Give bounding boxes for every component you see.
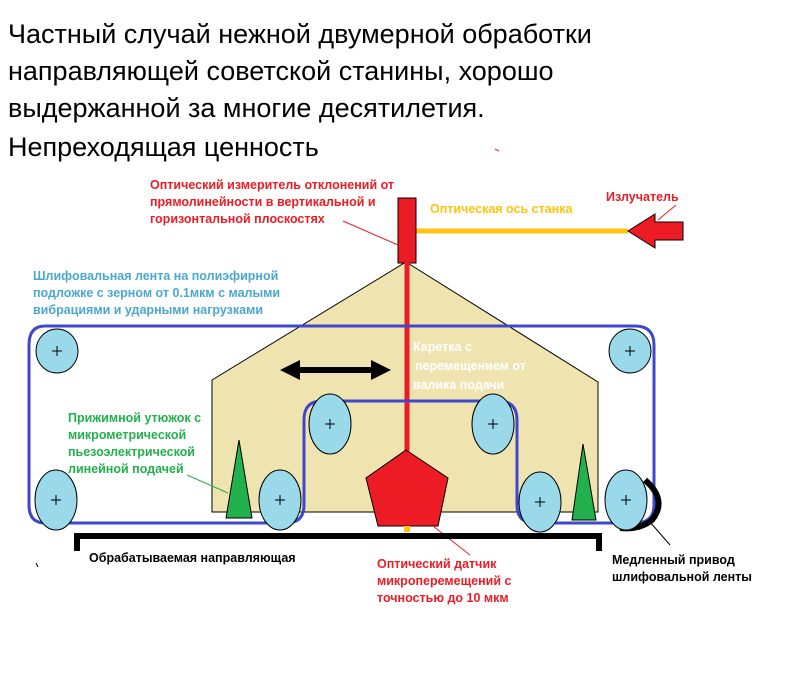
label-line: перемещением от — [415, 359, 526, 373]
emitter-pointer — [657, 204, 677, 221]
meter-pointer — [342, 220, 399, 246]
sensor-beam — [404, 526, 410, 532]
axis-label: Оптическая ось станка — [430, 202, 573, 216]
label-line: Медленный привод — [612, 553, 735, 567]
roller-axes — [51, 346, 635, 507]
meter-label: Оптический измеритель отклонений от прям… — [150, 177, 394, 228]
iron-label: Прижимной утюжок с микрометрической пьез… — [68, 410, 201, 478]
label-line: Каретка с — [413, 340, 472, 354]
label-line: микрометрической — [68, 428, 187, 442]
label-line: вибрациями и ударными нагрузками — [33, 303, 264, 317]
drive-label: Медленный привод шлифовальной ленты — [612, 552, 752, 586]
label-line: пьезоэлектрической — [68, 445, 195, 459]
label-line: Оптический датчик — [377, 557, 497, 571]
emitter-arrow — [627, 213, 684, 249]
label-line: Шлифовальная лента на полиэфирной — [33, 269, 279, 283]
stray-mark — [494, 148, 500, 152]
pressure-iron-right — [571, 443, 597, 521]
carriage-label: Каретка с перемещением от валика подачи — [413, 338, 526, 395]
guide-label: Обрабатываемая направляющая — [89, 551, 296, 565]
label-line: микроперемещений с — [377, 574, 512, 588]
title-line: Частный случай нежной двумерной обработк… — [8, 19, 592, 49]
label-line: валика подачи — [413, 378, 505, 392]
label-line: Оптический измеритель отклонений от — [150, 178, 395, 192]
label-line: подложке с зерном от 0.1мкм с малыми — [33, 286, 281, 300]
label-line: Прижимной утюжок с — [68, 411, 202, 425]
label-line: шлифовальной ленты — [612, 570, 752, 584]
label-line: точностью до 10 мкм — [377, 591, 509, 605]
belt-label: Шлифовальная лента на полиэфирной подлож… — [33, 268, 280, 319]
label-line: линейной подачей — [68, 462, 184, 476]
sensor-label: Оптический датчик микроперемещений с точ… — [377, 556, 511, 607]
drive-pointer — [649, 521, 671, 546]
title-line: направляющей советской станины, хорошо — [8, 56, 554, 86]
page-title: Частный случай нежной двумерной обработк… — [8, 16, 592, 166]
sensor-pointer — [432, 525, 471, 556]
optical-meter — [397, 197, 417, 264]
label-line: прямолинейности в вертикальной и — [150, 195, 376, 209]
label-line: горизонтальной плоскостях — [150, 212, 325, 226]
double-arrow — [280, 360, 391, 380]
iron-pointer — [186, 474, 229, 494]
emitter-label: Излучатель — [606, 190, 679, 204]
title-line: выдержанной за многие десятилетия. — [8, 93, 485, 123]
guide-rail — [74, 533, 602, 551]
pressure-iron-left — [225, 439, 253, 519]
stray-mark — [35, 562, 39, 568]
title-line: Непреходящая ценность — [8, 132, 319, 162]
